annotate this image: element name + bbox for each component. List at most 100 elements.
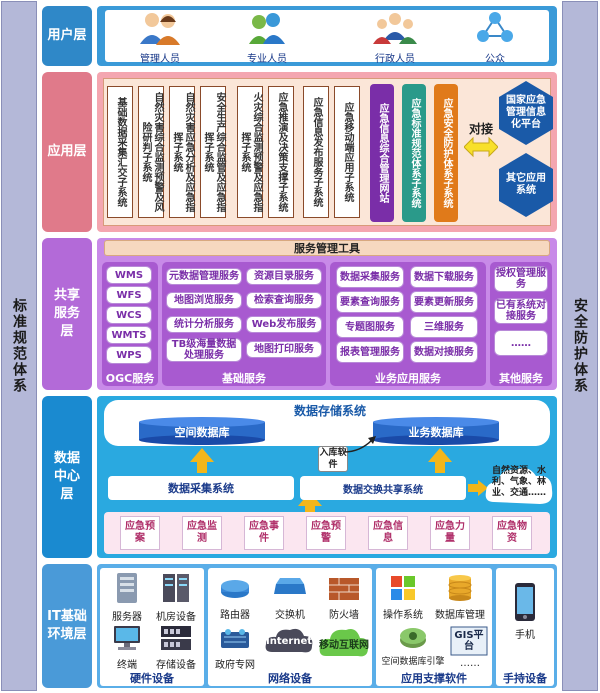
app-subsystem-7[interactable]: 应急移动端应用子系统 xyxy=(334,86,360,218)
other-service-0[interactable]: 授权管理服务 xyxy=(494,266,548,292)
business-service-4[interactable]: 专题图服务 xyxy=(336,316,404,338)
hexagon-other xyxy=(499,153,553,217)
ogc-wps[interactable]: WPS xyxy=(106,346,152,364)
warehouse-software-badge[interactable]: 入库软件 xyxy=(318,446,348,472)
arrow-collect-to-spatial xyxy=(190,448,214,474)
sw-gis-platform[interactable]: GIS平台 …… xyxy=(450,624,490,670)
storage-system-title: 数据存储系统 xyxy=(293,404,366,418)
net-mobile-internet[interactable]: 移动互联网 xyxy=(316,624,372,670)
hardware-caption: 硬件设备 xyxy=(130,672,174,685)
windows-icon xyxy=(391,576,415,600)
database-cylinder-spatial xyxy=(139,417,265,445)
net-firewall[interactable]: 防火墙 xyxy=(318,574,370,621)
business-service-5[interactable]: 三维服务 xyxy=(410,316,478,338)
app-subsystem-1[interactable]: 自然灾害综合监测预警及风险研判子系统 xyxy=(138,86,164,218)
sw-database[interactable]: 数据库管理 xyxy=(430,574,490,621)
storage-icon xyxy=(161,626,191,650)
ogc-wms[interactable]: WMS xyxy=(106,266,152,284)
app-subsystem-6[interactable]: 应急信息发布服务子系统 xyxy=(303,86,329,218)
mobile-internet-icon xyxy=(319,629,369,657)
user-professional: 专业人员 xyxy=(232,10,302,65)
sw-more-label: …… xyxy=(460,658,480,669)
net-router[interactable]: 路由器 xyxy=(210,574,260,621)
emergency-event[interactable]: 应急事件 xyxy=(244,516,284,550)
business-service-7[interactable]: 数据对接服务 xyxy=(410,341,478,363)
emergency-force[interactable]: 应急力量 xyxy=(430,516,470,550)
app-colored-website[interactable]: 应急信息综合管理网站 xyxy=(370,84,394,222)
other-service-1[interactable]: 已有系统对接服务 xyxy=(494,298,548,324)
app-subsystem-2[interactable]: 自然灾害应急分析及应急指挥子系统 xyxy=(169,86,195,218)
app-subsystem-0[interactable]: 基础数据采集汇交子系统 xyxy=(107,86,133,218)
user-manager: 管理人员 xyxy=(130,10,190,65)
business-service-2[interactable]: 要素查询服务 xyxy=(336,291,404,313)
sw-spatial-engine[interactable]: 空间数据库引擎 xyxy=(376,624,450,670)
app-colored-security[interactable]: 应急安全防护体系子系统 xyxy=(434,84,458,222)
desktop-icon xyxy=(114,626,140,650)
hw-storage[interactable]: 存储设备 xyxy=(148,624,204,671)
service-tools-bar[interactable]: 服务管理工具 xyxy=(104,240,550,256)
basic-service-0[interactable]: 元数据管理服务 xyxy=(166,268,242,285)
ogc-caption: OGC服务 xyxy=(105,372,155,385)
shared-layer-label: 共享服务层 xyxy=(42,238,92,390)
hexagon-national xyxy=(499,81,553,145)
hw-server-room[interactable]: 机房设备 xyxy=(150,572,202,623)
app-subsystem-4[interactable]: 火灾综合监测预警及应急指挥子系统 xyxy=(237,86,263,218)
hw-server-label: 服务器 xyxy=(112,612,142,623)
emergency-info[interactable]: 应急信息 xyxy=(368,516,408,550)
basic-service-6[interactable]: TB级海量数据处理服务 xyxy=(166,338,242,362)
infra-layer-label: IT基础环境层 xyxy=(42,564,92,688)
router-icon xyxy=(221,580,249,598)
standards-system-label: 标准规范体系 xyxy=(11,298,27,394)
emergency-monitor[interactable]: 应急监测 xyxy=(182,516,222,550)
security-system-label: 安全防护体系 xyxy=(572,298,588,394)
ogc-wcs[interactable]: WCS xyxy=(106,306,152,324)
external-system-other[interactable]: 其它应用系统 xyxy=(498,152,554,218)
server-icon xyxy=(117,573,137,603)
hw-server[interactable]: 服务器 xyxy=(104,572,150,623)
internet-icon xyxy=(265,628,313,653)
business-service-6[interactable]: 报表管理服务 xyxy=(336,341,404,363)
app-subsystem-3[interactable]: 安全生产综合监管及应急指挥子系统 xyxy=(200,86,226,218)
app-subsystem-5[interactable]: 应急推演及决策支撑子系统 xyxy=(268,86,294,218)
basic-service-3[interactable]: 检索查询服务 xyxy=(246,292,322,309)
business-service-1[interactable]: 数据下载服务 xyxy=(410,266,478,288)
hw-terminal-label: 终端 xyxy=(117,660,137,671)
chat-icon xyxy=(249,13,285,44)
sw-os[interactable]: 操作系统 xyxy=(378,574,428,621)
app-colored-standards[interactable]: 应急标准规范体系子系统 xyxy=(402,84,426,222)
right-side-bar: 安全防护体系 xyxy=(562,1,598,691)
database-icon xyxy=(448,575,472,601)
business-service-0[interactable]: 数据采集服务 xyxy=(336,266,404,288)
hw-terminal[interactable]: 终端 xyxy=(104,624,150,671)
net-switch-label: 交换机 xyxy=(275,610,305,621)
basic-service-2[interactable]: 地图浏览服务 xyxy=(166,292,242,309)
database-cylinder-business xyxy=(373,417,499,445)
emergency-warning[interactable]: 应急预警 xyxy=(306,516,346,550)
spatial-database[interactable]: 空间数据库 xyxy=(138,416,266,446)
external-data-sources[interactable]: 自然资源、水利、气象、林业、交通…… xyxy=(484,462,554,510)
business-database[interactable]: 业务数据库 xyxy=(372,416,500,446)
net-internet[interactable]: Internet xyxy=(262,624,316,670)
engine-icon xyxy=(400,628,426,648)
network-icon xyxy=(477,12,513,42)
business-service-3[interactable]: 要素更新服务 xyxy=(410,291,478,313)
basic-service-7[interactable]: 地图打印服务 xyxy=(246,341,322,358)
other-service-2[interactable]: …… xyxy=(494,330,548,356)
basic-service-4[interactable]: 统计分析服务 xyxy=(166,316,242,333)
warehouse-arrow-icon xyxy=(343,436,376,453)
user-admin-label: 行政人员 xyxy=(375,54,415,65)
net-gov-network[interactable]: 政府专网 xyxy=(210,624,260,671)
basic-service-5[interactable]: Web发布服务 xyxy=(246,316,322,333)
data-exchange-system[interactable]: 数据交换共享系统 xyxy=(300,476,466,500)
ogc-wmts[interactable]: WMTS xyxy=(106,326,152,344)
net-switch[interactable]: 交换机 xyxy=(262,574,318,621)
emergency-supplies[interactable]: 应急物资 xyxy=(492,516,532,550)
data-collection-system[interactable]: 数据采集系统 xyxy=(108,476,294,500)
ogc-wfs[interactable]: WFS xyxy=(106,286,152,304)
external-system-national[interactable]: 国家应急管理信息化平台 xyxy=(498,80,554,146)
emergency-plan[interactable]: 应急预案 xyxy=(120,516,160,550)
hh-phone[interactable]: 手机 xyxy=(498,582,552,648)
gis-icon xyxy=(450,626,488,656)
basic-service-1[interactable]: 资源目录服务 xyxy=(246,268,322,285)
net-firewall-label: 防火墙 xyxy=(329,610,359,621)
